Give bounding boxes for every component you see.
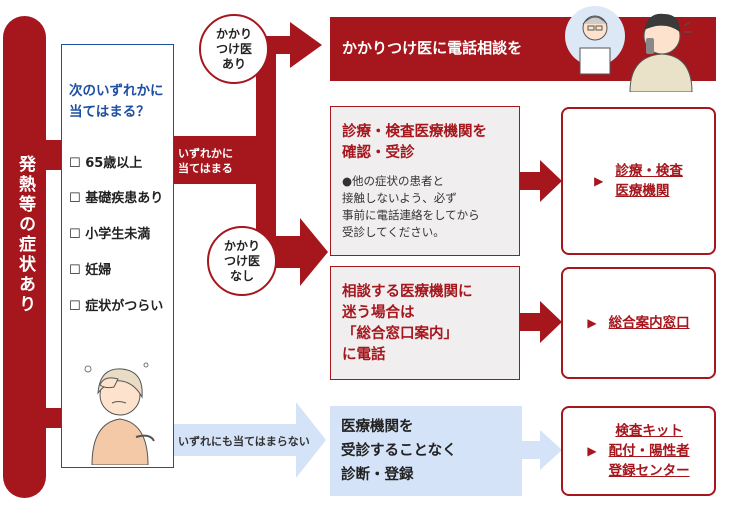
self-diagnosis-box: 医療機関を 受診することなく 診断・登録 <box>330 406 522 496</box>
consult-line: 迷う場合は <box>342 305 415 321</box>
branch-yes-label: いずれかに 当てはまる <box>178 146 233 176</box>
exam-box: 診療・検査医療機関を 確認・受診 ●他の症状の患者と 接触しないよう、必ず 事前… <box>330 106 520 256</box>
symptom-label: 発熱等の症状あり <box>3 155 46 315</box>
symptom-label-text: 発熱等の症状あり <box>15 155 35 315</box>
question-title-line1: 次のいずれかに <box>69 83 164 99</box>
dest-exam-line1: 診療・検査 <box>615 163 683 179</box>
consult-line: 「総合窓口案内」 <box>342 326 458 342</box>
doctor-no-circle: かかり つけ医 なし <box>207 226 277 296</box>
dest-kit-line3: 登録センター <box>608 463 690 479</box>
branch-no-label: いずれにも当てはまらない <box>178 435 310 448</box>
dest-exam-line2: 医療機関 <box>615 183 670 199</box>
question-box: 次のいずれかに 当てはまる？ ☐ 65歳以上 ☐ 基礎疾患あり ☐ 小学生未満 … <box>61 44 174 468</box>
play-triangle-icon: ▶ <box>594 174 604 188</box>
question-item: ☐ 小学生未満 <box>69 227 151 242</box>
exam-title-line2: 確認・受診 <box>342 145 415 161</box>
question-item-text: 症状がつらい <box>85 299 164 314</box>
question-item-text: 65歳以上 <box>85 156 143 171</box>
dest-kit-line2: 配付・陽性者 <box>608 443 690 459</box>
doctor-no-line2: つけ医 <box>223 253 260 268</box>
question-title: 次のいずれかに 当てはまる？ <box>69 81 164 123</box>
question-item: ☐ 症状がつらい <box>69 299 164 314</box>
question-item-text: 妊婦 <box>85 263 112 278</box>
exam-title-line1: 診療・検査医療機関を <box>342 124 487 140</box>
doctor-yes-circle: かかり つけ医 あり <box>199 14 269 84</box>
play-triangle-icon: ▶ <box>587 444 597 458</box>
doctor-yes-line3: あり <box>221 56 246 71</box>
branch-yes-label-line1: いずれかに <box>178 147 233 160</box>
consult-box-text: 相談する医療機関に 迷う場合は 「総合窓口案内」 に電話 <box>342 282 473 366</box>
self-line: 受診することなく <box>341 443 457 459</box>
self-line: 医療機関を <box>341 419 414 435</box>
exam-desc-line: 接触しないよう、必ず <box>342 191 457 205</box>
exam-box-desc: ●他の症状の患者と 接触しないよう、必ず 事前に電話連絡をしてから 受診してくだ… <box>342 173 480 241</box>
doctor-phone-illustration <box>565 6 693 92</box>
dest-exam-institution[interactable]: ▶ 診療・検査 医療機関 <box>561 107 716 255</box>
consult-line: 相談する医療機関に <box>342 284 473 300</box>
feverish-woman-illustration <box>84 362 155 465</box>
question-item-text: 小学生未満 <box>85 227 151 242</box>
question-item: ☐ 65歳以上 <box>69 156 143 171</box>
consult-box: 相談する医療機関に 迷う場合は 「総合窓口案内」 に電話 <box>330 266 520 380</box>
question-title-line2: 当てはまる？ <box>69 104 150 120</box>
dest-test-kit-center[interactable]: ▶ 検査キット 配付・陽性者 登録センター <box>561 406 716 496</box>
exam-desc-line: 事前に電話連絡をしてから <box>342 208 480 222</box>
exam-box-title: 診療・検査医療機関を 確認・受診 <box>342 122 487 164</box>
dest-kit-label[interactable]: 検査キット 配付・陽性者 登録センター <box>609 421 690 481</box>
self-diagnosis-text: 医療機関を 受診することなく 診断・登録 <box>341 415 457 487</box>
exam-desc-line: 受診してください。 <box>342 225 445 239</box>
doctor-no-line1: かかり <box>223 238 260 253</box>
doctor-yes-line2: つけ医 <box>215 41 252 56</box>
consult-line: に電話 <box>342 347 386 363</box>
question-item-text: 基礎疾患あり <box>85 191 164 206</box>
question-item: ☐ 妊婦 <box>69 263 112 278</box>
branch-yes-label-line2: 当てはまる <box>178 162 233 175</box>
play-triangle-icon: ▶ <box>587 316 597 330</box>
dest-exam-label[interactable]: 診療・検査 医療機関 <box>615 161 683 201</box>
self-line: 診断・登録 <box>341 467 414 483</box>
doctor-no-line3: なし <box>229 268 254 283</box>
dest-kit-line1: 検査キット <box>615 423 683 439</box>
dest-consult-label[interactable]: 総合案内窓口 <box>608 315 690 331</box>
doctor-yes-line1: かかり <box>215 26 252 41</box>
symptom-pillar <box>3 16 46 498</box>
exam-desc-line: ●他の症状の患者と <box>342 174 445 188</box>
question-item: ☐ 基礎疾患あり <box>69 191 164 206</box>
dest-general-window[interactable]: ▶ 総合案内窓口 <box>561 267 716 379</box>
call-doctor-banner-text: かかりつけ医に電話相談を <box>342 39 523 57</box>
